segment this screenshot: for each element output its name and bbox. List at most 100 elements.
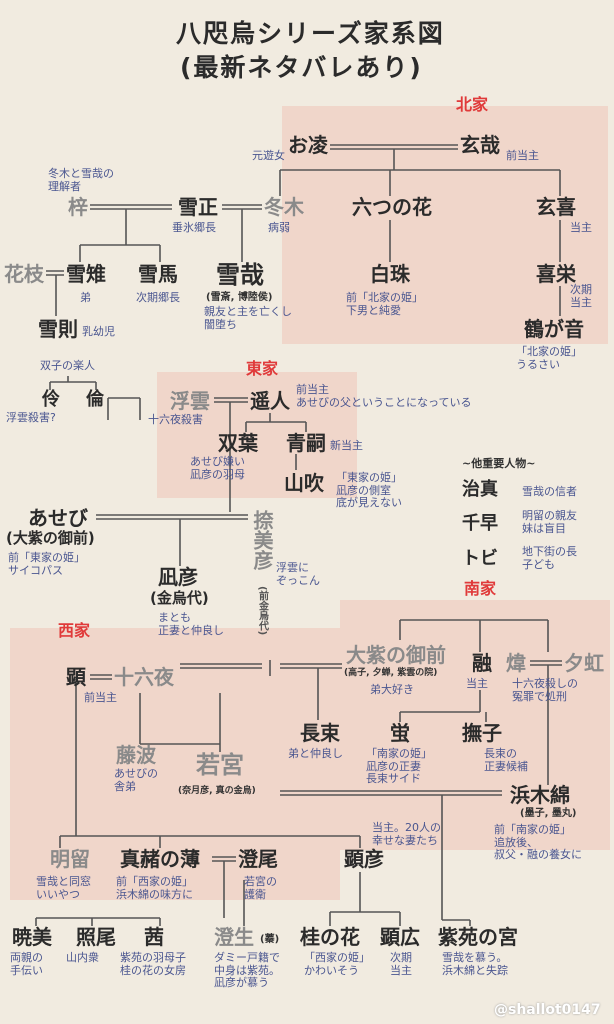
other-item-0-note: 雪哉の信者 (522, 485, 577, 498)
person-fuyuki: 冬木 (264, 195, 304, 219)
person-hanae: 花枝 (4, 262, 44, 286)
sub-kei: (蓁) (260, 934, 280, 945)
person-kei: 澄生 (214, 925, 254, 949)
person-aotsugu: 青嗣 (286, 431, 326, 455)
north-house-label: 北家 (456, 95, 489, 114)
note-fujinami: あせびの 舎弟 (114, 767, 158, 793)
person-aguri: 遥人 (250, 389, 290, 413)
others-header: ~他重要人物~ (462, 457, 536, 470)
person-nagatsuka: 長束 (300, 721, 340, 745)
note-onoi: 元遊女 (252, 149, 285, 162)
note-kiei: 次期 当主 (570, 283, 592, 309)
person-masuho: 真赭の薄 (120, 847, 200, 871)
note-yukima: 次期郷長 (136, 291, 180, 304)
other-item-2-note: 地下街の長 子ども (522, 545, 577, 571)
note-yamabuki: 「東家の姫」 凪彦の側室 底が見えない (336, 471, 402, 510)
sub-omurasaki: (高子, 夕蝉, 紫雲の院) (344, 668, 438, 678)
other-item-1-note: 明留の親友 妹は盲目 (522, 509, 577, 535)
person-fujinami: 藤波 (116, 743, 156, 767)
page-subtitle: (最新ネタバレあり) (180, 53, 423, 82)
note-futaba: あせび嫌い 凪彦の羽母 (190, 455, 245, 481)
person-ukigumo: 浮雲 (170, 389, 210, 413)
west-house-label: 西家 (58, 621, 91, 640)
watermark: @shallot0147 (494, 1002, 601, 1018)
note-genki: 当主 (570, 221, 592, 234)
note-sumihiko: 浮雲に ぞっこん (276, 561, 320, 587)
note-aotsugu: 新当主 (330, 439, 363, 452)
sub-asebi: (大紫の御前) (6, 529, 95, 547)
person-sumihiko: 捺美彦 (250, 510, 274, 570)
person-hakuju: 白珠 (370, 262, 410, 286)
note-nagatsuka: 弟と仲良し (288, 747, 343, 760)
note-akane: 紫苑の羽母子 桂の花の女房 (120, 951, 186, 977)
note-ukigumo: 十六夜殺害 (148, 413, 203, 426)
person-futaba: 双葉 (218, 431, 258, 455)
note-akihiro: 次期 当主 (390, 951, 412, 977)
note-yuuko: 十六夜殺しの 冤罪で処刑 (512, 677, 578, 703)
note-teruo: 山内衆 (66, 951, 99, 964)
person-sumio: 澄尾 (238, 847, 278, 871)
person-akihiro: 顕広 (380, 925, 420, 949)
other-item-0-name: 治真 (462, 479, 498, 500)
person-akihiko: 顕彦 (344, 847, 384, 871)
note-nadeshiko: 長束の 正妻候補 (484, 747, 528, 773)
south-house-label: 南家 (464, 579, 497, 598)
person-teruo: 照尾 (76, 925, 116, 949)
note-masuho: 前「西家の姫」 浜木綿の味方に (116, 875, 193, 901)
person-twin-a: 伶 (42, 389, 60, 410)
note-toru: 当主 (466, 677, 488, 690)
person-yukiya-brother: 雪雉 (66, 262, 106, 286)
person-yukimasa: 雪正 (178, 195, 218, 219)
person-akane: 茜 (144, 925, 164, 949)
person-azusa: 梓 (68, 195, 88, 219)
person-izayoi: 十六夜 (114, 665, 174, 689)
note-hotaru: 「南家の姫」 凪彦の正妻 長束サイド (366, 747, 432, 786)
note-katsuranohana: 「西家の姫」 かわいそう (304, 951, 370, 977)
person-toru: 融 (472, 651, 492, 675)
note-yukiya: 親友と主を亡くし 闇堕ち (204, 305, 292, 331)
note-akiru: 雪哉と同窓 いいやつ (36, 875, 91, 901)
person-nadeshiko: 撫子 (462, 721, 502, 745)
note-fuyuki: 病弱 (268, 221, 290, 234)
person-akira: 顕 (66, 665, 86, 689)
note-gensai: 前当主 (506, 149, 539, 162)
person-nagihiko: 凪彦 (158, 565, 198, 589)
note-sumio: 若宮の 護衛 (244, 875, 277, 901)
south-house-region (340, 600, 610, 850)
person-yuuko: 夕虹 (564, 651, 604, 675)
east-house-label: 東家 (246, 359, 279, 378)
other-item-1-name: 千早 (462, 513, 498, 534)
note-azusa: 冬木と雪哉の 理解者 (48, 167, 114, 193)
note-asebi: 前「東家の姫」 サイコパス (8, 551, 85, 577)
note-twins: 双子の楽人 (40, 359, 95, 372)
person-akiru: 明留 (50, 847, 90, 871)
other-item-2-name: トビ (462, 548, 498, 569)
note-nagihiko: まとも 正妻と仲良し (158, 611, 224, 637)
person-tsurugane: 鶴が音 (524, 317, 584, 341)
person-genki: 玄喜 (536, 195, 576, 219)
note-shion: 雪哉を慕う。 浜木綿と失踪 (442, 951, 508, 977)
west-house-region (10, 628, 340, 900)
person-hi: 煒 (506, 651, 526, 675)
person-wakamiya: 若宮 (196, 751, 244, 779)
person-katsuranohana: 桂の花 (300, 925, 360, 949)
sub-nagihiko: (金烏代) (150, 589, 209, 607)
note-omurasaki: 弟大好き (370, 683, 414, 696)
person-hotaru: 蛍 (390, 721, 410, 745)
note-akira: 前当主 (84, 691, 117, 704)
person-gensai: 玄哉 (460, 133, 500, 157)
note-tsurugane: 「北家の姫」 うるさい (516, 345, 582, 371)
person-hamayu: 浜木綿 (510, 783, 570, 807)
sub-sumihiko: (前金烏代) (256, 586, 268, 636)
note-twins-extra: 浮雲殺害? (6, 411, 56, 424)
note-akihiko: 当主。20人の 幸せな妻たち (372, 821, 441, 847)
person-asebi: あせび (28, 506, 88, 530)
person-kiei: 喜栄 (536, 262, 576, 286)
person-omurasaki: 大紫の御前 (346, 643, 446, 667)
note-kei: ダミー戸籍で 中身は紫苑。 凪彦が慕う (214, 951, 280, 990)
note-akemi: 両親の 手伝い (10, 951, 43, 977)
person-akemi: 暁美 (12, 925, 52, 949)
note-yukiya-brother: 弟 (80, 291, 91, 304)
person-shion: 紫苑の宮 (438, 925, 518, 949)
note-hakuju: 前「北家の姫」 下男と純愛 (346, 291, 423, 317)
